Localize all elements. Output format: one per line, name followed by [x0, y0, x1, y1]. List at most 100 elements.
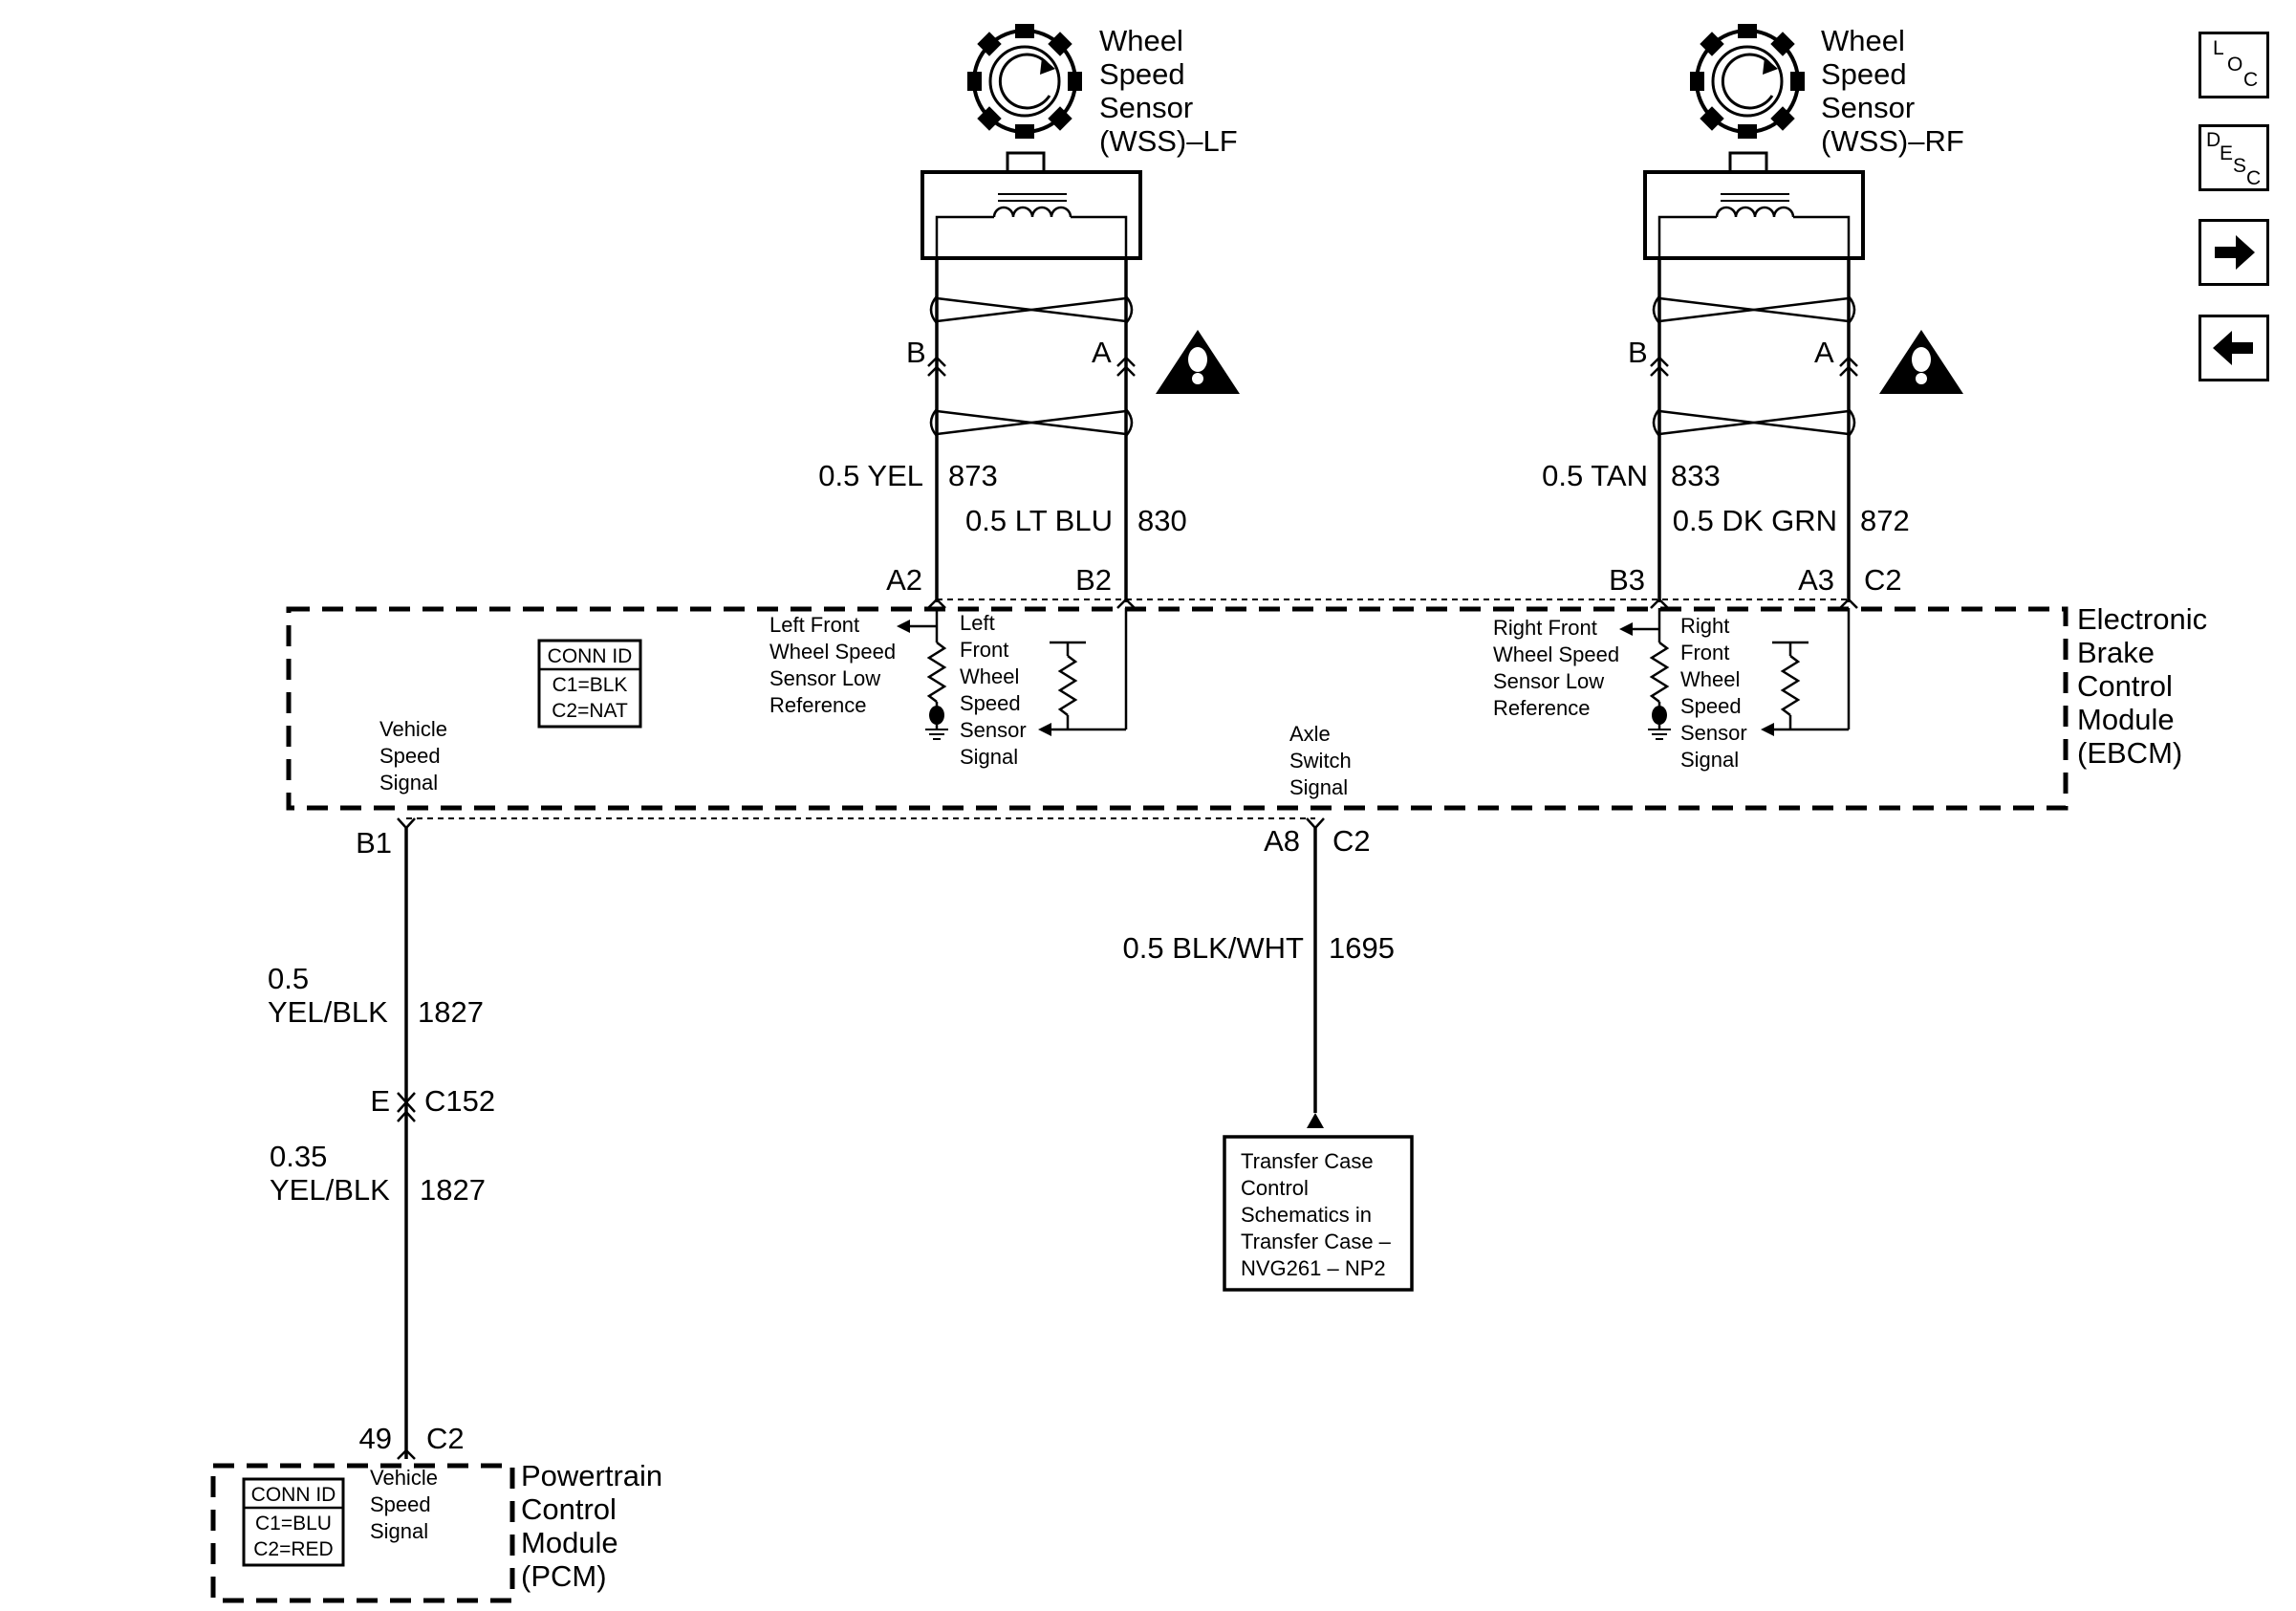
svg-text:0.5 TAN: 0.5 TAN — [1542, 459, 1648, 492]
svg-text:Wheel: Wheel — [1821, 24, 1905, 57]
ebcm-name-line: Electronic — [2077, 602, 2207, 636]
signal-label-line: Signal — [960, 745, 1018, 769]
description-letter: C — [2246, 167, 2262, 189]
svg-text:Sensor: Sensor — [1821, 91, 1915, 124]
svg-text:Signal: Signal — [1289, 775, 1348, 799]
svg-text:0.5 LT BLU: 0.5 LT BLU — [965, 504, 1113, 537]
description-button[interactable]: D E S C — [2199, 124, 2269, 191]
wss-lf-name-line: Wheel — [1099, 24, 1183, 57]
pin-label: A — [1092, 336, 1112, 369]
svg-text:CONN ID: CONN ID — [251, 1484, 336, 1506]
svg-text:C2: C2 — [426, 1422, 465, 1455]
signal-label-line: Reference — [769, 693, 867, 717]
svg-text:873: 873 — [948, 459, 998, 492]
transfer-case-ref-line: Transfer Case — [1241, 1149, 1374, 1173]
description-letter: D — [2206, 129, 2221, 151]
svg-text:C2=RED: C2=RED — [253, 1538, 333, 1560]
pin-label: A8 — [1264, 824, 1300, 858]
svg-text:Reference: Reference — [1493, 696, 1591, 720]
svg-text:Brake: Brake — [2077, 636, 2155, 669]
pin-label: C2 — [1332, 824, 1371, 858]
svg-text:Wheel Speed: Wheel Speed — [769, 640, 896, 664]
pin-label: A3 — [1798, 563, 1834, 597]
transfer-case-ref-line: NVG261 – NP2 — [1241, 1256, 1386, 1280]
svg-text:Vehicle: Vehicle — [370, 1466, 438, 1490]
ebcm-name-line: Module — [2077, 703, 2175, 736]
svg-text:830: 830 — [1137, 504, 1187, 537]
connector-symbol-icon — [927, 356, 1136, 377]
signal-label-line: Signal — [370, 1519, 428, 1543]
wire-size: 0.5 BLK/WHT — [1123, 931, 1305, 965]
connector-symbol-icon — [397, 1092, 416, 1122]
svg-text:Speed: Speed — [1099, 57, 1185, 91]
svg-text:C2: C2 — [1864, 563, 1902, 597]
svg-text:Signal: Signal — [370, 1519, 428, 1543]
conn-id-row: C2=NAT — [552, 700, 628, 722]
svg-text:B3: B3 — [1609, 563, 1645, 597]
pin-label: B3 — [1609, 563, 1645, 597]
svg-text:(WSS)–LF: (WSS)–LF — [1099, 124, 1238, 158]
signal-label-line: Speed — [960, 691, 1021, 715]
signal-label-line: Signal — [379, 771, 438, 795]
rf-internal-circuit — [1619, 608, 1851, 740]
wire-size: YEL/BLK — [268, 995, 388, 1029]
svg-text:Transfer Case –: Transfer Case – — [1241, 1230, 1392, 1253]
signal-label-line: Wheel Speed — [769, 640, 896, 664]
wire-size: 0.5 LT BLU — [965, 504, 1113, 537]
svg-text:CONN ID: CONN ID — [548, 645, 633, 667]
signal-label-line: Signal — [1289, 775, 1348, 799]
wss-rf-tone-wheel-icon — [1690, 24, 1805, 139]
svg-text:Sensor: Sensor — [960, 718, 1027, 742]
signal-label-line: Switch — [1289, 749, 1352, 773]
ebcm-name-line: Control — [2077, 669, 2173, 703]
svg-text:Sensor Low: Sensor Low — [769, 666, 880, 690]
svg-text:833: 833 — [1671, 459, 1721, 492]
wire-circuit: 872 — [1860, 504, 1910, 537]
vss-circuit: 0.5 YEL/BLK 1827 E C152 0.35 YEL/BLK 182… — [268, 828, 495, 1460]
svg-text:Speed: Speed — [1821, 57, 1907, 91]
wss-lf-tone-wheel-icon — [967, 24, 1082, 139]
svg-text:Front: Front — [1680, 641, 1729, 664]
location-button[interactable]: L O C — [2199, 32, 2269, 98]
lf-internal-circuit — [897, 608, 1128, 740]
wss-rf-wires: B A 0.5 TAN 833 0.5 DK GRN 872 — [1542, 258, 1910, 602]
signal-label-line: Sensor — [1680, 721, 1747, 745]
svg-text:C2=NAT: C2=NAT — [552, 700, 628, 722]
signal-label-line: Sensor Low — [769, 666, 880, 690]
connector-label: C2 — [426, 1422, 465, 1455]
description-letter: E — [2220, 142, 2234, 164]
svg-text:Speed: Speed — [1680, 694, 1742, 718]
svg-text:A8: A8 — [1264, 824, 1300, 858]
signal-label-line: Speed — [370, 1492, 431, 1516]
location-letter: C — [2243, 69, 2259, 91]
transfer-case-ref-line: Schematics in — [1241, 1203, 1372, 1227]
svg-text:Sensor Low: Sensor Low — [1493, 669, 1604, 693]
conn-id-row: C1=BLK — [552, 674, 628, 696]
svg-text:Speed: Speed — [370, 1492, 431, 1516]
svg-text:C1=BLU: C1=BLU — [255, 1513, 332, 1535]
signal-label-line: Sensor Low — [1493, 669, 1604, 693]
svg-text:872: 872 — [1860, 504, 1910, 537]
svg-text:NVG261 – NP2: NVG261 – NP2 — [1241, 1256, 1386, 1280]
svg-text:YEL/BLK: YEL/BLK — [268, 995, 388, 1029]
arrow-right-icon — [2215, 235, 2255, 270]
pcm-module: Powertrain Control Module (PCM) CONN ID … — [210, 1459, 662, 1603]
pcm-name-line: (PCM) — [521, 1559, 607, 1593]
svg-text:Vehicle: Vehicle — [379, 717, 447, 741]
signal-label-line: Front — [960, 638, 1008, 662]
location-letter: L — [2213, 37, 2224, 59]
ebcm-name-line: Brake — [2077, 636, 2155, 669]
ebcm-name-line: (EBCM) — [2077, 736, 2182, 770]
pin-label: B — [906, 336, 926, 369]
svg-text:Speed: Speed — [960, 691, 1021, 715]
svg-text:1827: 1827 — [420, 1173, 486, 1207]
wss-rf-name-line: Wheel — [1821, 24, 1905, 57]
pcm-name-line: Powertrain — [521, 1459, 662, 1492]
svg-text:Module: Module — [2077, 703, 2175, 736]
signal-label-line: Wheel — [1680, 667, 1740, 691]
previous-button[interactable] — [2199, 315, 2269, 381]
svg-text:Control: Control — [521, 1492, 617, 1526]
next-button[interactable] — [2199, 219, 2269, 286]
svg-text:1695: 1695 — [1329, 931, 1395, 965]
